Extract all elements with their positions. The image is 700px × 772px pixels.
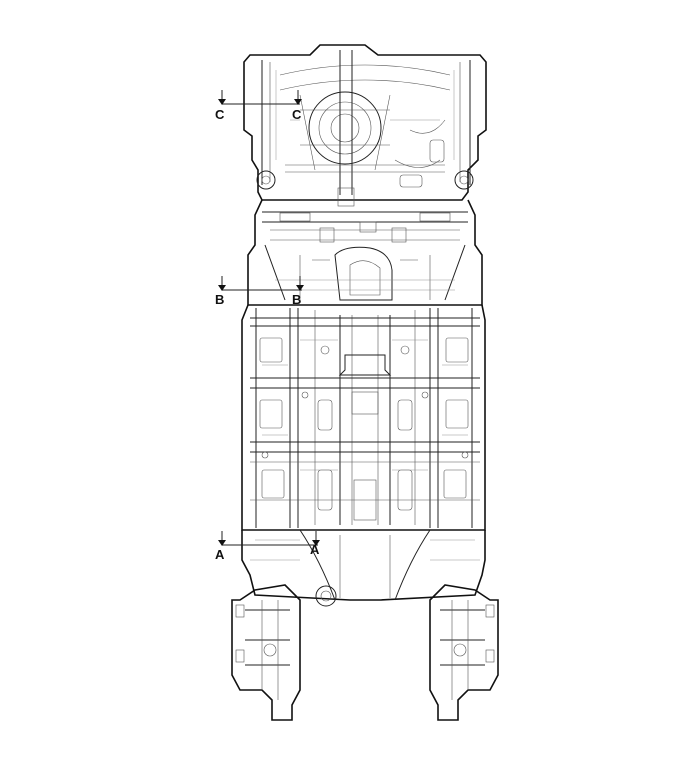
section-a-left-label: A [215,547,225,562]
section-marker-a: A A [215,531,320,562]
section-a-right-label: A [310,542,320,557]
section-c-left-label: C [215,107,225,122]
center-floor-pan [241,304,486,531]
section-marker-b: B B [215,276,304,307]
rear-floor-pan [243,44,487,207]
front-floor-and-side-members [231,529,499,721]
section-b-left-label: B [215,292,224,307]
section-marker-c: C C [215,90,302,122]
rear-cross-member [247,199,483,306]
section-b-right-label: B [292,292,301,307]
section-c-right-label: C [292,107,302,122]
